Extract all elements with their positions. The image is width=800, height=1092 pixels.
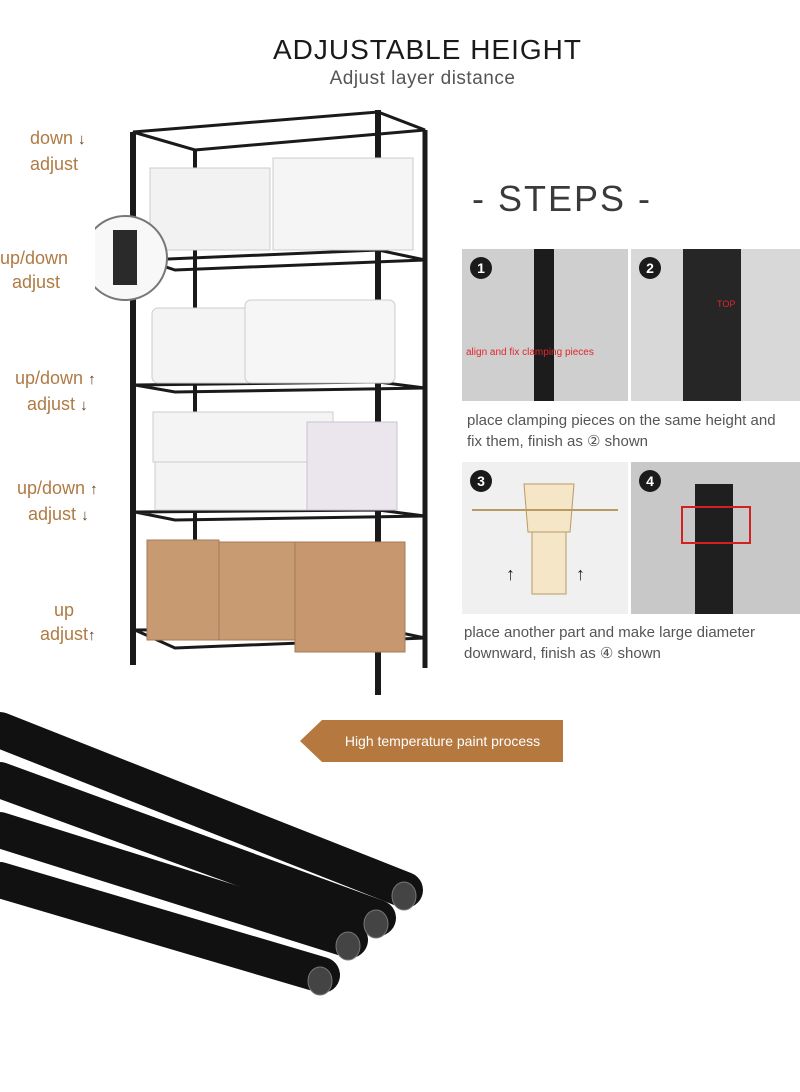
arrow-down-icon: ↓	[80, 397, 88, 414]
step-number-badge: 3	[470, 470, 492, 492]
side-label-down-adjust: down ↓ adjust	[30, 128, 86, 174]
page-title: ADJUSTABLE HEIGHT	[273, 34, 582, 65]
wire-shelf-illustration	[95, 110, 428, 695]
side-label-updown-adjust-1: up/down adjust	[0, 248, 69, 292]
paint-process-banner: High temperature paint process	[322, 720, 563, 762]
side-label-updown-adjust-2: up/down ↑ adjust ↓	[15, 368, 96, 414]
arrow-up-icon: ↑	[90, 481, 98, 498]
banner-arrow-tip	[300, 720, 322, 762]
step-caption-1: place clamping pieces on the same height…	[467, 412, 776, 450]
arrow-up-icon: ↑	[88, 627, 96, 644]
arrow-down-icon: ↓	[78, 131, 86, 148]
svg-text:↑: ↑	[576, 564, 585, 584]
step-number-badge: 2	[639, 257, 661, 279]
black-tubes-illustration	[0, 712, 423, 996]
pole-image	[534, 249, 554, 401]
arrow-up-icon: ↑	[88, 371, 96, 388]
top-marker-text: TOP	[717, 299, 736, 309]
highlight-frame	[681, 506, 751, 544]
arrow-down-icon: ↓	[81, 507, 89, 524]
step-caption-2: place another part and make large diamet…	[464, 624, 756, 662]
step-2-panel: 2 TOP	[631, 249, 800, 401]
page-subtitle: Adjust layer distance	[329, 68, 516, 89]
step-number-badge: 4	[639, 470, 661, 492]
step-4-panel: 4	[631, 462, 800, 614]
side-label-up-adjust: up adjust↑	[40, 600, 96, 644]
svg-text:↑: ↑	[506, 564, 515, 584]
steps-title: - STEPS -	[472, 178, 653, 219]
step-1-overlay-text: align and fix clamping pieces	[466, 347, 594, 358]
side-label-updown-adjust-3: up/down ↑ adjust ↓	[17, 478, 98, 524]
clamp-diagram: ↑ ↑	[472, 483, 618, 595]
pole-image	[695, 484, 733, 614]
step-number-badge: 1	[470, 257, 492, 279]
step-3-panel: 3 ↑ ↑	[462, 462, 628, 614]
step-1-panel: 1 align and fix clamping pieces	[462, 249, 628, 401]
pole-image	[683, 249, 741, 401]
